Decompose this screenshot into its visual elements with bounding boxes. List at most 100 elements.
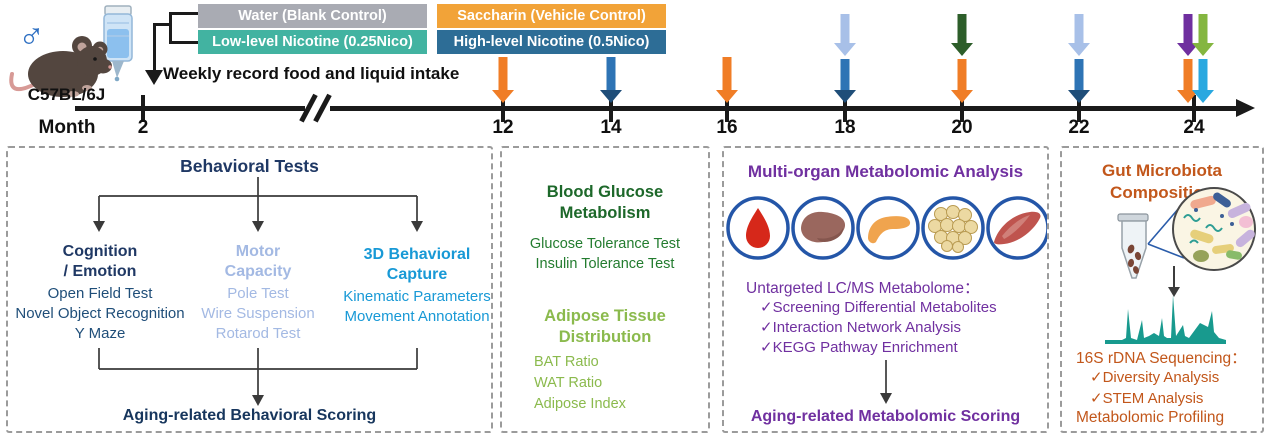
glucose-items: Glucose Tolerance Test Insulin Tolerance… bbox=[502, 234, 708, 274]
test-item: Rotarod Test bbox=[215, 325, 301, 342]
bracket-line bbox=[169, 12, 198, 15]
pancreas-icon bbox=[868, 216, 911, 244]
adipose-items: BAT Ratio WAT Ratio Adipose Index bbox=[534, 352, 626, 415]
legend-water: Water (Blank Control) bbox=[198, 4, 427, 28]
sample-tube-icon bbox=[1117, 213, 1149, 279]
month-tick bbox=[1077, 95, 1081, 122]
column-motor-capacity: Motor Capacity Pole Test Wire Suspension… bbox=[178, 242, 338, 344]
dose-arrow-icon bbox=[951, 14, 973, 56]
test-item: Kinematic Parameters bbox=[343, 288, 491, 305]
weekly-record-note: Weekly record food and liquid intake bbox=[163, 64, 460, 83]
heading-line: Blood Glucose bbox=[546, 183, 664, 201]
panel-title: Multi-organ Metabolomic Analysis bbox=[747, 162, 1024, 181]
check-item: ✓Interaction Network Analysis bbox=[760, 319, 961, 336]
column-heading-line: / Emotion bbox=[63, 263, 137, 280]
dose-arrow-icon bbox=[1068, 59, 1090, 103]
panel-title: Gut Microbiota Composition bbox=[1062, 160, 1262, 204]
test-item: BAT Ratio bbox=[534, 354, 599, 370]
test-item: Wire Suspension bbox=[201, 305, 315, 322]
muscle-icon bbox=[994, 211, 1041, 245]
dose-arrow-icon bbox=[1068, 14, 1090, 56]
test-item: Glucose Tolerance Test bbox=[529, 236, 681, 252]
check-item: ✓KEGG Pathway Enrichment bbox=[760, 339, 958, 356]
dose-arrow-icon bbox=[492, 57, 514, 103]
month-label: 2 bbox=[137, 117, 149, 138]
legend-saccharin: Saccharin (Vehicle Control) bbox=[437, 4, 666, 28]
test-item: Open Field Test bbox=[47, 285, 153, 302]
dose-arrow-icon bbox=[834, 14, 856, 56]
panel-title: Behavioral Tests bbox=[180, 156, 319, 176]
test-item: Y Maze bbox=[74, 325, 126, 342]
month-tick bbox=[960, 95, 964, 122]
bracket-line bbox=[153, 23, 172, 26]
panel-glucose-adipose: Blood Glucose Metabolism Glucose Toleran… bbox=[500, 146, 710, 433]
sequencing-subtitle: 16S rDNA Sequencing： bbox=[1076, 350, 1247, 367]
lcms-subtitle: Untargeted LC/MS Metabolome： bbox=[746, 280, 980, 297]
month-label: 14 bbox=[600, 117, 622, 138]
dose-arrow-icon bbox=[600, 57, 622, 103]
panel-gut-microbiota: Gut Microbiota Composition bbox=[1060, 146, 1264, 433]
mouse-icon bbox=[9, 36, 112, 97]
legend-low-nicotine: Low-level Nicotine (0.25Nico) bbox=[198, 30, 427, 54]
panel-footer: Aging-related Metabolomic Scoring bbox=[750, 408, 1021, 425]
dose-arrow-icon bbox=[716, 57, 738, 103]
column-cognition-emotion: Cognition / Emotion Open Field Test Nove… bbox=[8, 242, 192, 344]
down-triangle-icon bbox=[145, 70, 163, 85]
lcms-checklist: ✓Screening Differential Metabolites ✓Int… bbox=[760, 298, 997, 358]
panel-metabolomics: Multi-organ Metabolomic Analysis Untarge… bbox=[722, 146, 1049, 433]
month-axis-label: Month bbox=[38, 117, 96, 138]
blood-glucose-heading: Blood Glucose Metabolism bbox=[502, 182, 708, 224]
column-heading-line: 3D Behavioral bbox=[363, 246, 471, 263]
dose-arrow-icon bbox=[1177, 59, 1199, 103]
check-item: ✓STEM Analysis bbox=[1090, 389, 1204, 407]
blood-drop-icon bbox=[746, 208, 770, 248]
column-heading-line: Motor bbox=[235, 243, 281, 260]
heading-line: Distribution bbox=[558, 328, 652, 346]
month-label: 24 bbox=[1183, 117, 1205, 138]
month-label: 12 bbox=[492, 117, 514, 138]
sequencing-checklist: ✓Diversity Analysis ✓STEM Analysis bbox=[1090, 368, 1219, 409]
liver-icon bbox=[801, 211, 846, 243]
month-label: 22 bbox=[1068, 117, 1090, 138]
title-line: Gut Microbiota bbox=[1102, 161, 1222, 180]
column-3d-behavioral-capture: 3D Behavioral Capture Kinematic Paramete… bbox=[326, 245, 508, 327]
month-label: 18 bbox=[834, 117, 856, 138]
check-item: ✓Screening Differential Metabolites bbox=[760, 299, 997, 316]
panel-footer: Metabolomic Profiling bbox=[1076, 409, 1225, 426]
chromatogram-icon bbox=[1105, 295, 1226, 344]
dose-arrow-icon bbox=[834, 59, 856, 103]
month-tick bbox=[1192, 95, 1196, 122]
timeline-arrowhead-icon bbox=[1236, 99, 1255, 117]
water-bottle-icon bbox=[103, 5, 133, 82]
heading-line: Metabolism bbox=[559, 204, 651, 222]
bracket-line bbox=[169, 41, 198, 44]
dose-arrow-icon bbox=[951, 59, 973, 103]
check-item: ✓Diversity Analysis bbox=[1090, 369, 1220, 386]
bracket-line bbox=[153, 23, 156, 71]
dose-arrow-icon bbox=[1192, 59, 1214, 103]
male-symbol: ♂ bbox=[18, 14, 45, 55]
timeline-axis bbox=[75, 106, 1237, 111]
test-item: WAT Ratio bbox=[534, 375, 603, 391]
column-heading-line: Cognition bbox=[62, 243, 138, 260]
month-label: 16 bbox=[716, 117, 738, 138]
month-tick bbox=[501, 95, 505, 122]
legend-high-nicotine: High-level Nicotine (0.5Nico) bbox=[437, 30, 666, 54]
dose-arrow-icon bbox=[1192, 14, 1214, 56]
column-heading-line: Capture bbox=[386, 266, 448, 283]
test-item: Pole Test bbox=[227, 285, 289, 302]
test-item: Insulin Tolerance Test bbox=[535, 256, 675, 272]
month-tick bbox=[141, 95, 145, 122]
month-tick bbox=[725, 95, 729, 122]
title-line: Composition bbox=[1110, 183, 1214, 202]
mouse-with-bottle-icon bbox=[9, 5, 133, 97]
strain-label: C57BL/6J bbox=[27, 85, 106, 104]
adipose-tissue-icon bbox=[928, 205, 978, 253]
test-item: Movement Annotation bbox=[344, 308, 490, 325]
panel-behavioral-tests: Behavioral Tests Cognition / Emotion Ope… bbox=[6, 146, 493, 433]
bracket-line bbox=[169, 12, 172, 44]
test-item: Novel Object Recognition bbox=[15, 305, 185, 322]
heading-line: Adipose Tissue bbox=[544, 307, 666, 325]
